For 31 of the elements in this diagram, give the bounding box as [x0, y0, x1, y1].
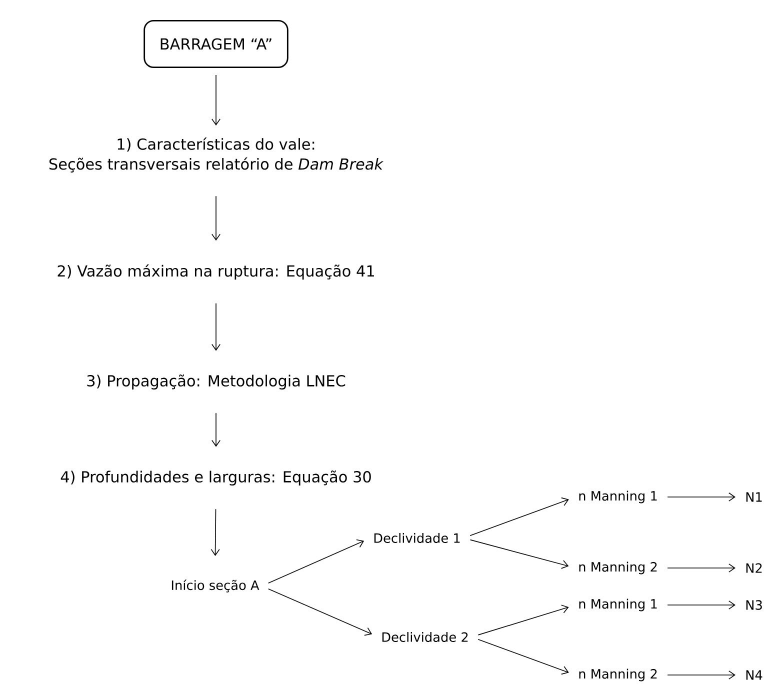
arrow — [268, 539, 364, 584]
arrow — [470, 539, 569, 569]
arrow — [667, 492, 736, 502]
branch-text: n Manning 1 — [579, 490, 657, 504]
branch-text: n Manning 2 — [579, 562, 657, 574]
branch-text: Declividade 1 — [374, 533, 460, 543]
step-text: 4) Profundidades e larguras: Equação 30 — [60, 470, 371, 486]
arrow — [478, 639, 569, 675]
step-text: 3) Propagação: Metodologia LNEC — [87, 374, 346, 390]
step-text: 2) Vazão máxima na ruptura: Equação 41 — [58, 264, 374, 280]
step-text: 1) Características do vale: Seções transversais relatório de Dam Break — [49, 137, 384, 172]
arrow — [268, 588, 372, 636]
branch-text: N3 — [746, 600, 762, 610]
arrow — [667, 670, 736, 680]
branch-text: Declividade 2 — [382, 632, 468, 642]
arrow — [212, 302, 221, 351]
arrow — [212, 196, 221, 241]
arrow — [210, 508, 220, 556]
branch-text: n Manning 1 — [579, 598, 657, 612]
arrow — [212, 412, 221, 447]
arrow — [667, 600, 736, 610]
branch-text: N2 — [746, 563, 762, 573]
branch-text: N4 — [746, 670, 762, 680]
branch-text: N1 — [746, 492, 762, 502]
arrow — [667, 564, 736, 572]
arrow — [212, 74, 221, 126]
terminal-box: BARRAGEM “A” — [144, 20, 288, 68]
arrow — [478, 604, 569, 636]
branch-text: n Manning 2 — [579, 668, 657, 682]
arrow — [470, 497, 569, 536]
branch-text: Início seção A — [172, 580, 260, 592]
